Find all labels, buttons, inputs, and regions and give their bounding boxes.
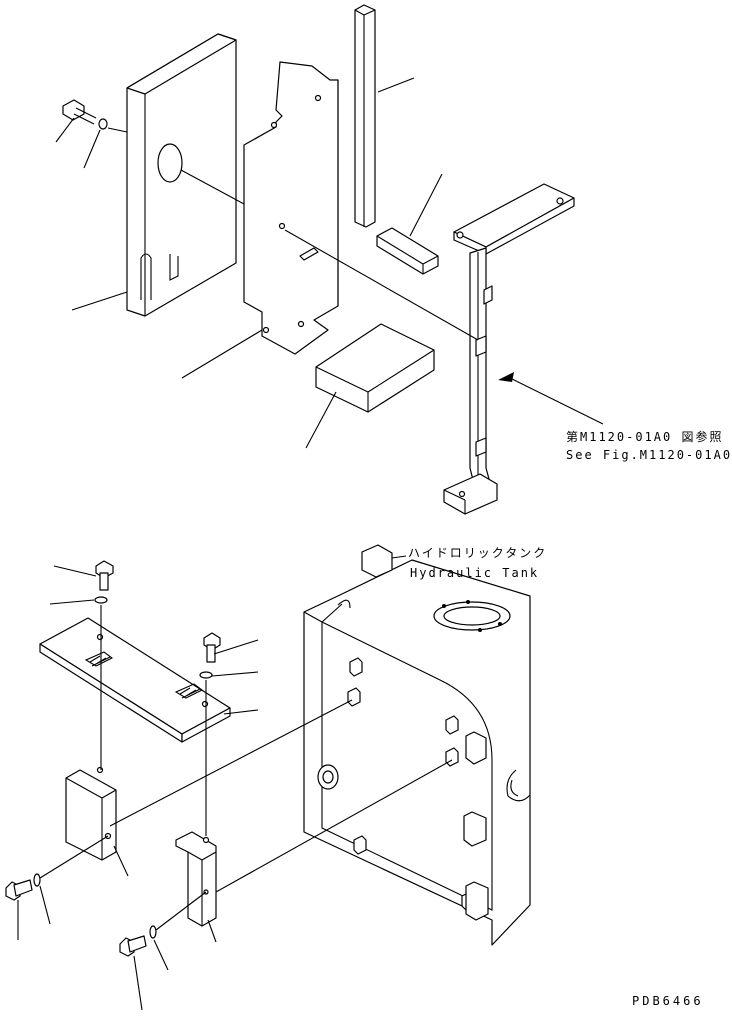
reference-arrowhead [498, 372, 514, 382]
parts-diagram: 第M1120-01A0 図参照 See Fig.M1120-01A0 ハイドロリ… [5, 4, 730, 1011]
lower-bolts [5, 560, 221, 957]
hydraulic-tank-label-en: Hydraulic Tank [410, 566, 540, 580]
figure-reference-jp: 第M1120-01A0 図参照 [566, 430, 724, 444]
upper-bolt [62, 99, 108, 130]
bracket-left [65, 766, 117, 861]
drawing-number: PDB6466 [632, 994, 704, 1008]
exploded-view [5, 4, 604, 1011]
hydraulic-tank-label-jp: ハイドロリックタンク [408, 546, 548, 560]
seal-block-small [376, 227, 439, 275]
figure-reference-en: See Fig.M1120-01A0 [566, 448, 732, 462]
lower-assembly [5, 544, 531, 1011]
mount-plate-top [39, 617, 231, 743]
insulation-pad [126, 33, 237, 317]
stay-bracket [443, 183, 575, 515]
flat-pad [315, 323, 435, 413]
upper-assembly [55, 4, 604, 515]
bracket-right [175, 831, 217, 927]
hydraulic-tank [303, 544, 531, 946]
cover-plate [243, 61, 339, 355]
reference-arrow-line [507, 376, 604, 425]
seal-strip-vertical [354, 4, 376, 228]
